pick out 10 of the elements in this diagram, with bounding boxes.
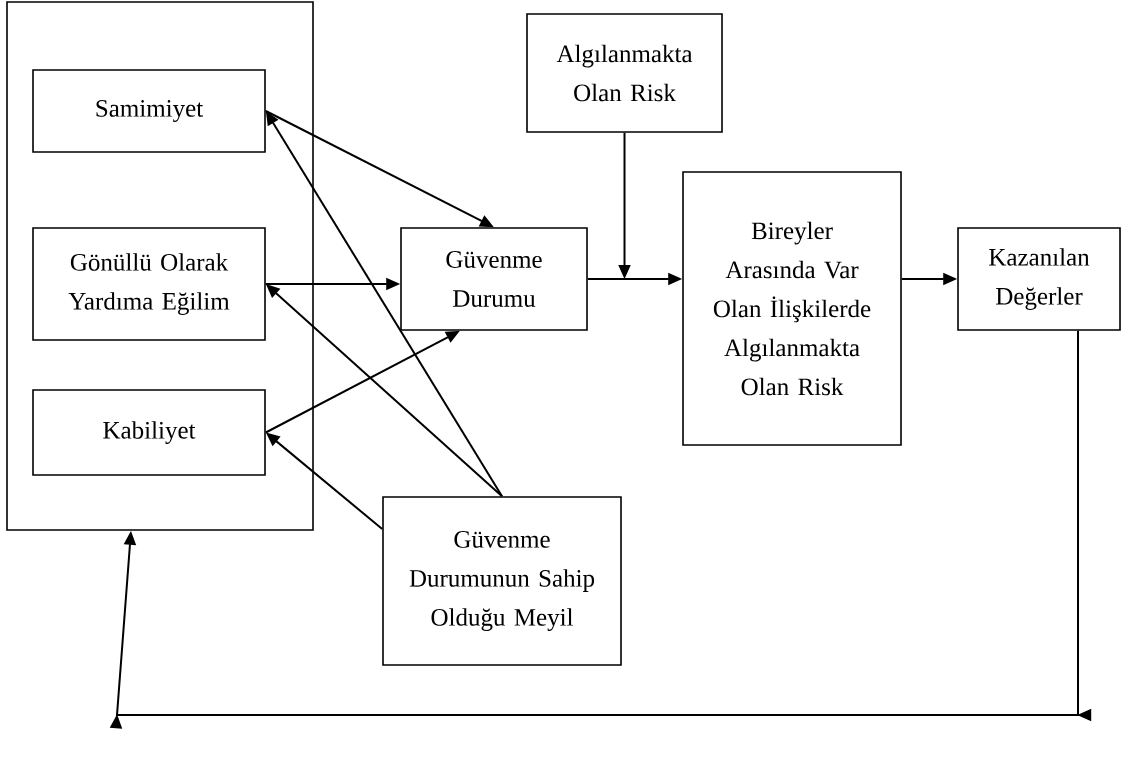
concept-box: Güvenme Durumu [400,227,588,331]
concept-box: Gönüllü Olarak Yardıma Eğilim [32,227,266,341]
arrow [109,329,1092,729]
concept-box: Algılanmakta Olan Risk [526,13,723,133]
concept-box: Güvenme Durumunun Sahip Olduğu Meyil [382,496,622,666]
concept-box: Bireyler Arasında Var Olan İlişkilerde Algılanmakta Olan Risk [682,171,902,446]
group-box [6,1,314,531]
concept-box: Kazanılan Değerler [957,227,1121,331]
concept-box: Samimiyet [32,69,266,153]
concept-box: Kabiliyet [32,389,266,476]
